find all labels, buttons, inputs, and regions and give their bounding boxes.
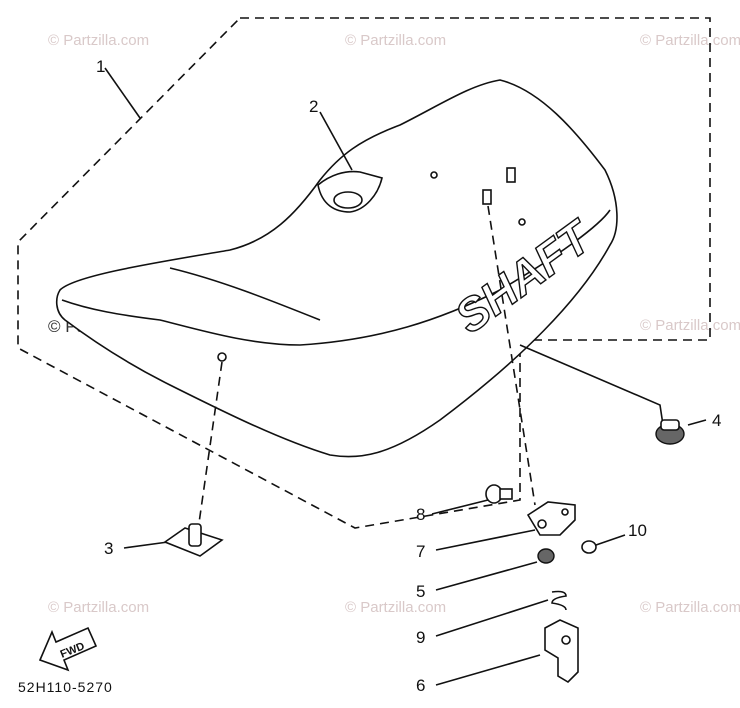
watermark: © Partzilla.com <box>48 32 149 49</box>
bracket-stud <box>188 523 202 547</box>
hinge-hole <box>561 508 569 516</box>
hook-hole <box>561 635 571 645</box>
watermark: © Partzilla.com <box>345 32 446 49</box>
seat-edge <box>61 209 611 346</box>
seat-strap-loop <box>333 191 363 209</box>
bolt-part-8 <box>485 484 513 504</box>
seat-stud <box>482 189 492 205</box>
callout-6: 6 <box>416 676 425 695</box>
leader-dash <box>487 205 536 506</box>
hook-part-6 <box>544 619 579 684</box>
hook-body <box>544 619 579 684</box>
callout-2: 2 <box>309 97 318 116</box>
fwd-arrow-shape <box>38 626 98 672</box>
watermark: © Partzilla.com <box>640 317 740 334</box>
leader-line <box>687 419 707 426</box>
leader-dash <box>197 361 223 531</box>
leader-line <box>319 111 353 171</box>
spring-part-9 <box>551 590 567 611</box>
hinge-plate-part-7 <box>526 501 576 536</box>
seat: SHAFT <box>55 79 618 458</box>
forward-arrow-icon: FWD <box>38 626 98 672</box>
leader-line <box>435 654 541 686</box>
collar-part-5 <box>537 548 555 564</box>
leader-line <box>435 529 536 551</box>
callout-3: 3 <box>104 539 113 558</box>
callout-1: 1 <box>96 57 105 76</box>
callout-10: 10 <box>628 521 647 540</box>
leader-line <box>123 541 169 549</box>
callout-7: 7 <box>416 542 425 561</box>
seat-stud <box>518 218 526 226</box>
damper-top <box>660 419 680 431</box>
seat-stud <box>430 171 438 179</box>
watermark: © Partzilla.com <box>48 599 149 616</box>
leader-line <box>104 67 141 119</box>
assembly-boundary <box>17 17 711 529</box>
seat-body <box>55 79 618 458</box>
hinge-hole <box>537 519 547 529</box>
bracket-part-3 <box>163 523 224 557</box>
leader-line <box>595 534 626 546</box>
callout-5: 5 <box>416 582 425 601</box>
leader-line <box>519 344 664 426</box>
collar-body <box>537 548 555 564</box>
leader-line <box>431 499 489 515</box>
nut-part-10 <box>581 540 597 554</box>
watermark: © Partzilla.com <box>640 32 740 49</box>
callout-4: 4 <box>712 411 721 430</box>
bolt-shank <box>499 488 513 500</box>
damper-part-4 <box>655 419 685 445</box>
callout-9: 9 <box>416 628 425 647</box>
nut-body <box>581 540 597 554</box>
callout-8: 8 <box>416 505 425 524</box>
seat-stud <box>217 352 227 362</box>
leader-line <box>435 599 549 637</box>
leader-line <box>435 561 538 591</box>
seat-stud <box>506 167 516 183</box>
hinge-plate <box>526 501 576 536</box>
seat-fold <box>169 267 321 321</box>
spring-coil <box>551 590 567 611</box>
watermark: © Partzilla.com <box>640 599 740 616</box>
watermark: © Partzilla.com <box>345 599 446 616</box>
diagram-code: 52H110-5270 <box>18 679 113 695</box>
